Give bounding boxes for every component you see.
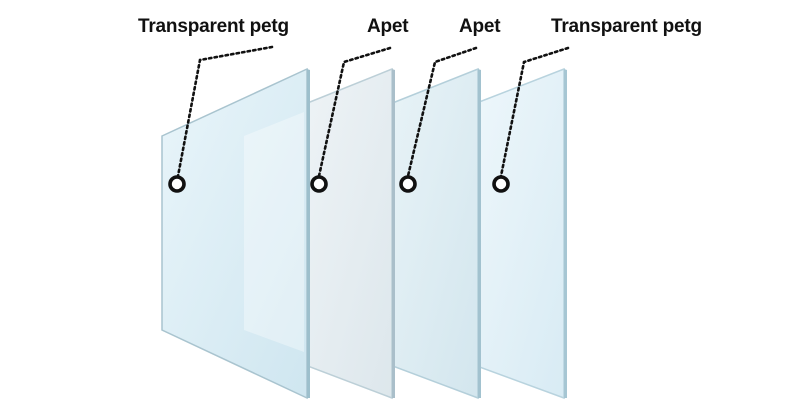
marker-ring-1 — [168, 175, 186, 193]
layer-sheet-3 — [389, 67, 481, 400]
marker-ring-2 — [310, 175, 328, 193]
leader-line-2 — [317, 46, 392, 178]
layer-sheet-4 — [473, 67, 567, 400]
layer-label-1: Transparent petg — [138, 16, 289, 37]
layer-label-2: Apet — [367, 16, 409, 37]
layer-label-3: Apet — [459, 16, 501, 37]
leader-line-1 — [176, 45, 274, 178]
layer-sheet-1 — [161, 67, 310, 400]
leader-line-4 — [499, 46, 570, 178]
layer-sheet-2 — [304, 67, 395, 400]
marker-ring-3 — [399, 175, 417, 193]
leader-line-3 — [406, 46, 478, 178]
layer-label-4: Transparent petg — [551, 16, 702, 37]
marker-ring-4 — [492, 175, 510, 193]
